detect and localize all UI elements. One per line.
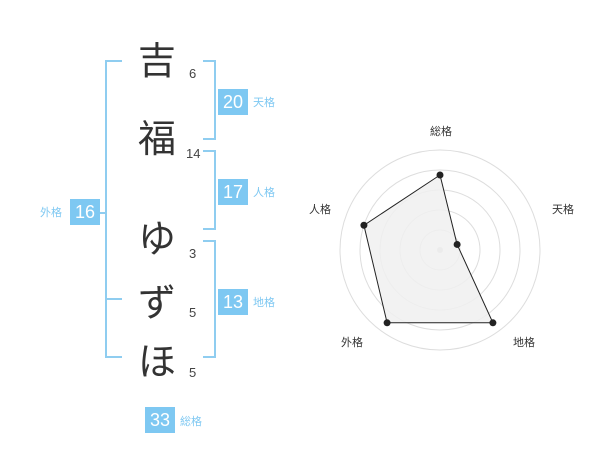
gaikaku-label: 外格 — [40, 206, 62, 219]
stroke-count-3: 3 — [189, 246, 197, 261]
radar-point-2 — [453, 240, 461, 248]
stroke-count-1: 6 — [189, 66, 197, 81]
chikaku-label: 地格 — [253, 296, 275, 309]
radar-ring — [359, 169, 521, 331]
name-char-3: ゆ — [137, 217, 176, 261]
stroke-count-5: 5 — [189, 365, 197, 380]
tenkaku-value: 20 — [218, 89, 248, 115]
name-char-1: 吉 — [137, 39, 176, 83]
radar-point-4 — [383, 319, 391, 327]
radar-point-3 — [489, 319, 497, 327]
axis-label-soukaku: 総格 — [430, 124, 452, 138]
tenkaku-bracket — [203, 60, 216, 140]
name-char-2: 福 — [137, 117, 176, 161]
jinkaku-bracket — [203, 150, 216, 230]
axis-label-chikaku: 地格 — [513, 335, 535, 349]
chikaku-bracket — [203, 240, 216, 358]
radar-data-polygon — [363, 174, 494, 324]
gaikaku-connector — [98, 212, 106, 214]
radar-point-5 — [360, 221, 368, 229]
axis-label-tenkaku: 天格 — [552, 202, 574, 216]
tenkaku-label: 天格 — [253, 96, 275, 109]
soukaku-label: 総格 — [180, 415, 202, 428]
stroke-count-2: 14 — [186, 146, 201, 161]
radar-ring — [339, 149, 541, 351]
jinkaku-label: 人格 — [253, 186, 275, 199]
name-char-5: ほ — [137, 340, 176, 384]
chikaku-value: 13 — [218, 289, 248, 315]
gaikaku-bracket — [105, 60, 122, 358]
axis-label-jinkaku: 人格 — [309, 202, 331, 216]
jinkaku-value: 17 — [218, 179, 248, 205]
stroke-count-4: 5 — [189, 305, 197, 320]
soukaku-value: 33 — [145, 407, 175, 433]
axis-label-gaikaku: 外格 — [341, 335, 363, 349]
gaikaku-bracket-divider — [105, 298, 122, 300]
name-char-4: ず — [137, 281, 176, 325]
gaikaku-value: 16 — [70, 199, 100, 225]
radar-point-1 — [436, 171, 444, 179]
